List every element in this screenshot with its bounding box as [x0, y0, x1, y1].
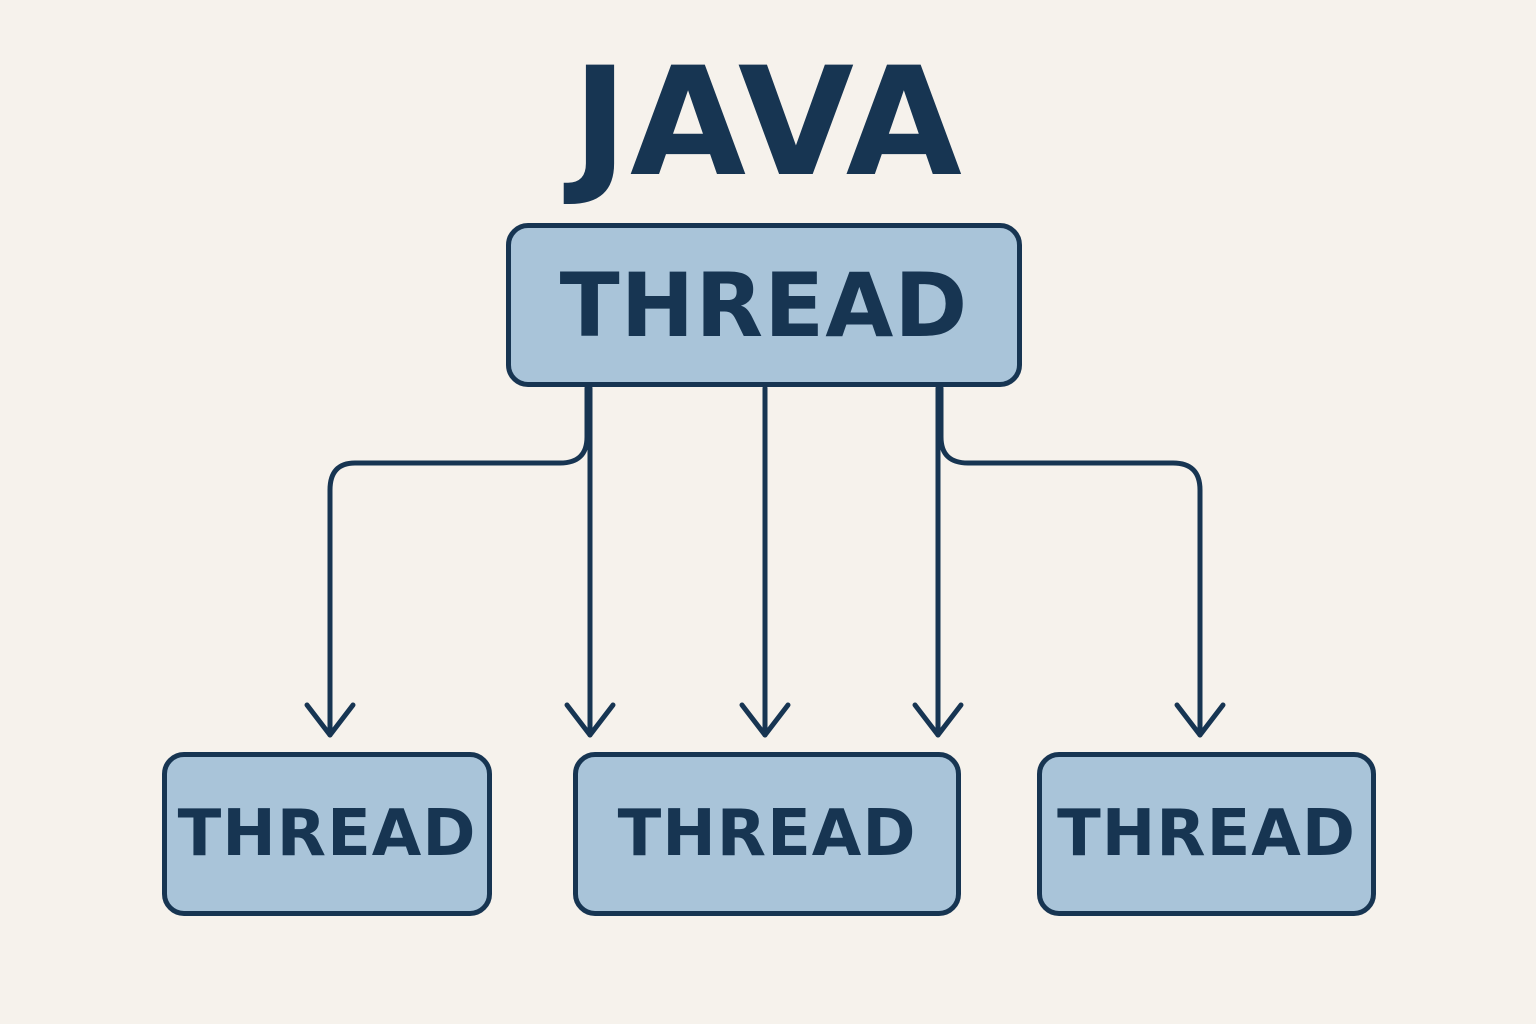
root-thread-node: THREAD: [506, 223, 1022, 387]
arrowhead-3: [739, 702, 791, 738]
child-thread-node-3: THREAD: [1037, 752, 1376, 916]
child-thread-label-2: THREAD: [617, 797, 917, 871]
child-thread-label-1: THREAD: [177, 797, 477, 871]
root-thread-label: THREAD: [559, 253, 969, 357]
child-thread-node-2: THREAD: [573, 752, 961, 916]
diagram-title: JAVA: [572, 36, 964, 210]
connector-to-thread-3: [938, 385, 1203, 738]
arrowhead-1: [304, 702, 356, 738]
arrowhead-4: [912, 702, 964, 738]
arrowhead-5: [1174, 702, 1226, 738]
child-thread-label-3: THREAD: [1057, 797, 1356, 871]
child-thread-node-1: THREAD: [162, 752, 492, 916]
connector-to-thread-1: [327, 385, 590, 738]
arrowhead-2: [564, 702, 616, 738]
